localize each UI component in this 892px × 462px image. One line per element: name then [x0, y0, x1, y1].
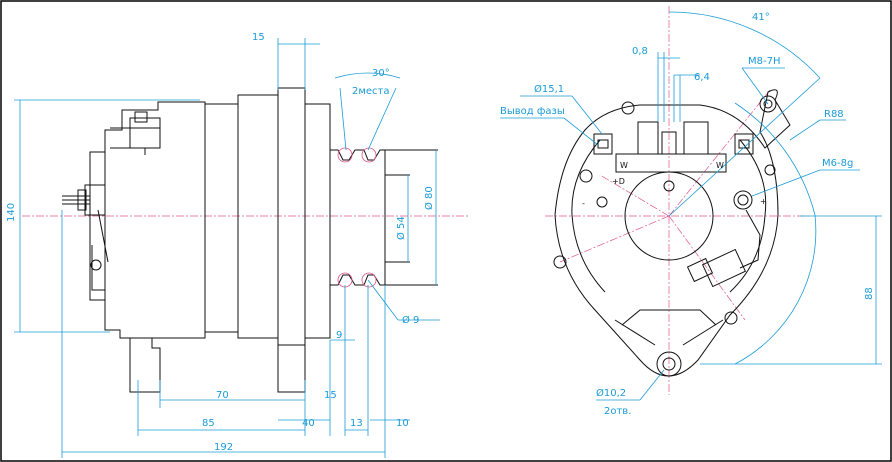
- terminal-plus: +: [760, 197, 767, 206]
- dim-0-8: 0,8: [632, 46, 648, 57]
- pulley: [329, 149, 386, 286]
- dim-140: 140: [6, 203, 17, 222]
- label-phase-output: Вывод фазы: [500, 106, 565, 117]
- terminal-w-left: W: [620, 161, 628, 170]
- dim-dia-80: Ø 80: [423, 186, 435, 210]
- capacitor: [701, 248, 747, 288]
- dim-dia-10-2: Ø10,2: [596, 387, 626, 399]
- dim-192: 192: [214, 442, 233, 453]
- dim-13: 13: [350, 418, 363, 429]
- dim-m8-7h: M8-7H: [748, 56, 780, 67]
- terminal-minus: -: [582, 199, 585, 208]
- terminal-right: [734, 133, 754, 155]
- dim-40: 40: [302, 418, 315, 429]
- dim-dia-9: Ø 9: [402, 314, 419, 326]
- alternator-body-side: [104, 87, 306, 346]
- front-view: [500, 6, 882, 401]
- dim-15-bottom: 15: [324, 390, 337, 401]
- dim-15-top: 15: [252, 32, 265, 43]
- dim-angle-30: 30°: [372, 68, 390, 79]
- side-view: [14, 38, 470, 458]
- mounting-hole-top: [759, 95, 777, 113]
- terminal-w-right: W: [716, 161, 724, 170]
- b-plus-stud: [733, 190, 753, 210]
- dim-6-4: 6,4: [694, 72, 710, 83]
- dim-9-small: 9: [336, 330, 342, 341]
- dim-r88: R88: [824, 109, 844, 120]
- dim-2-holes: 2отв.: [604, 406, 631, 417]
- dim-70: 70: [216, 390, 229, 401]
- dim-dia-15-1: Ø15,1: [534, 83, 564, 95]
- dim-angle-41: 41°: [752, 12, 770, 23]
- dim-dia-54: Ø 54: [395, 216, 407, 240]
- terminal-left: [593, 133, 613, 155]
- dim-m6-8g: M6-8g: [822, 158, 853, 169]
- dim-88: 88: [864, 287, 875, 300]
- dim-85: 85: [202, 418, 215, 429]
- mounting-hole-bottom: [656, 351, 682, 377]
- terminal-plus-d: +D: [612, 177, 625, 186]
- dim-10: 10: [396, 418, 409, 429]
- terminal-block: [615, 153, 727, 173]
- dim-2-places: 2места: [352, 86, 390, 97]
- flange: [304, 103, 331, 339]
- alternator-housing-front: [554, 89, 791, 377]
